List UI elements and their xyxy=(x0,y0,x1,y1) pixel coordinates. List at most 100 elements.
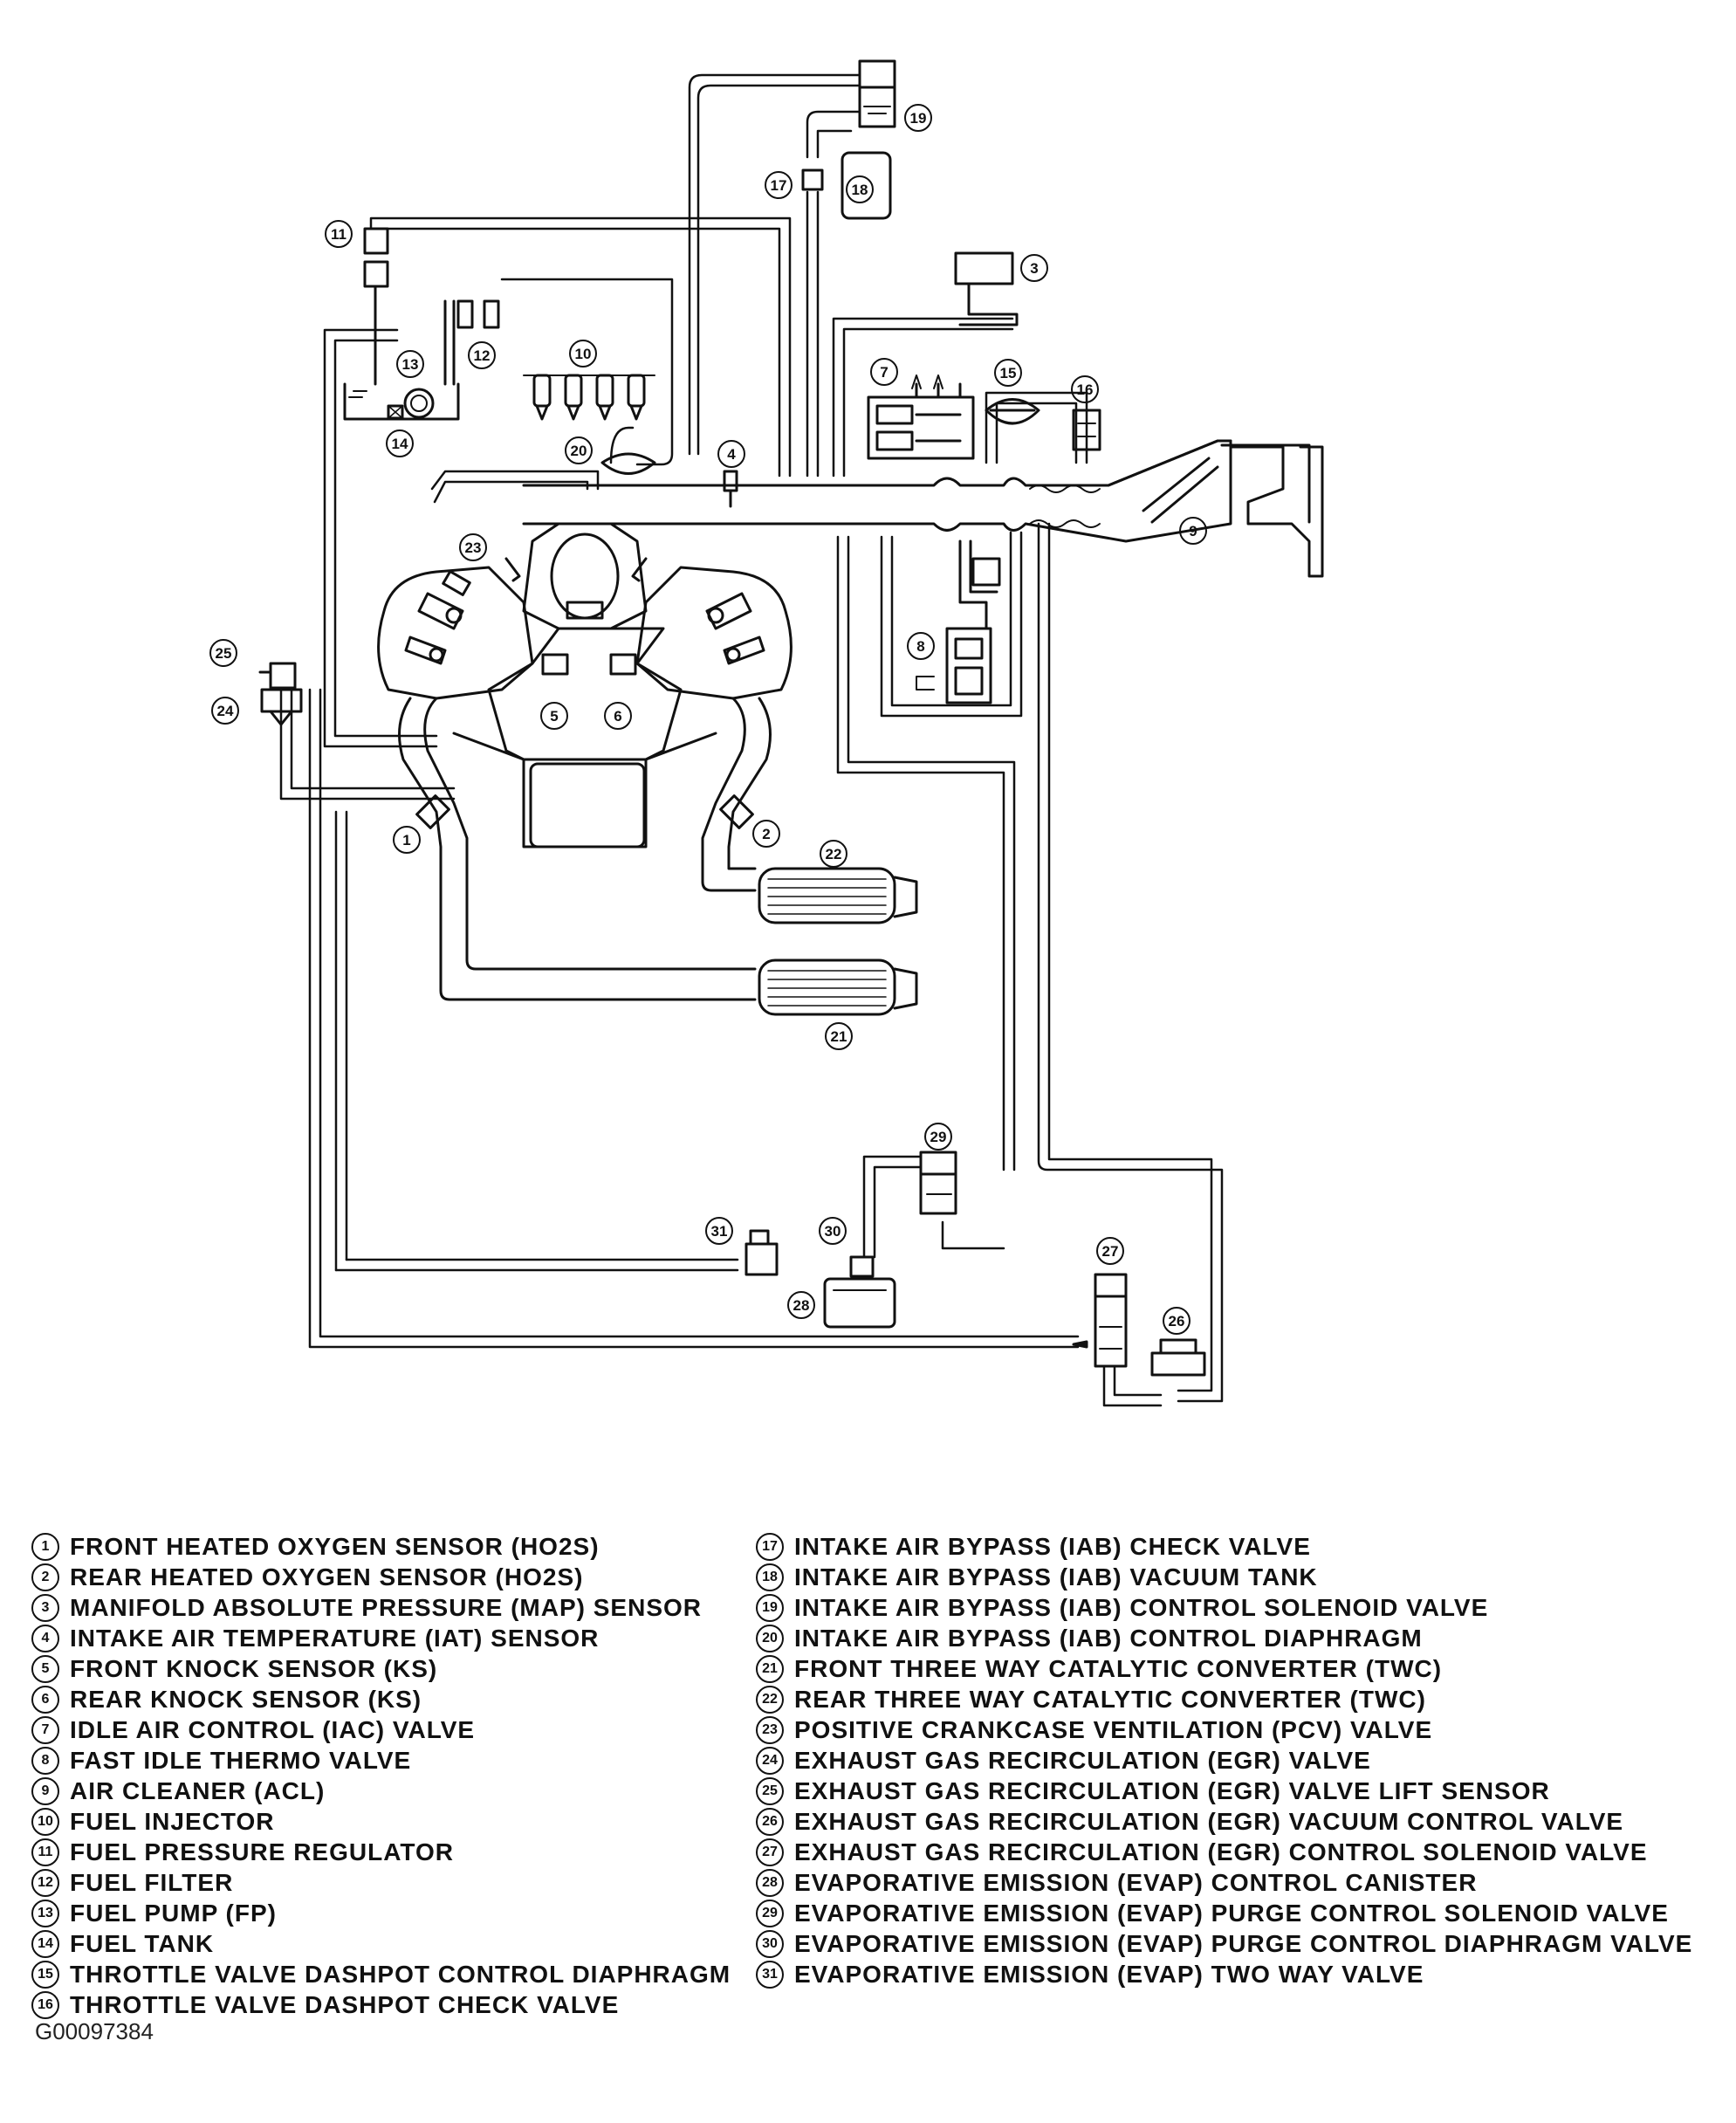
svg-text:5: 5 xyxy=(550,708,558,725)
legend-number: 20 xyxy=(756,1624,784,1652)
legend-item: 10 FUEL INJECTOR xyxy=(31,1804,731,1836)
legend-text: THROTTLE VALVE DASHPOT CONTROL DIAPHRAGM xyxy=(70,1961,731,1989)
callout-6: 6 xyxy=(604,702,632,730)
svg-text:29: 29 xyxy=(930,1129,947,1145)
svg-text:24: 24 xyxy=(217,703,234,719)
legend-number: 21 xyxy=(756,1654,784,1683)
callout-3: 3 xyxy=(1020,254,1048,282)
callout-31: 31 xyxy=(705,1217,733,1245)
legend-item: 28 EVAPORATIVE EMISSION (EVAP) CONTROL CA… xyxy=(756,1865,1692,1897)
svg-text:25: 25 xyxy=(216,645,232,662)
vacuum-hoses xyxy=(279,73,1224,1407)
legend-number: 15 xyxy=(31,1960,59,1989)
legend-number: 14 xyxy=(31,1929,59,1958)
legend-text: EXHAUST GAS RECIRCULATION (EGR) VALVE xyxy=(794,1747,1371,1775)
legend-text: FUEL PUMP (FP) xyxy=(70,1900,277,1927)
callout-24: 24 xyxy=(211,697,239,725)
svg-text:26: 26 xyxy=(1169,1313,1185,1329)
callout-29: 29 xyxy=(924,1123,952,1151)
legend-number: 25 xyxy=(756,1776,784,1805)
legend-number: 10 xyxy=(31,1807,59,1836)
legend-text: FUEL INJECTOR xyxy=(70,1808,275,1836)
legend-text: FUEL FILTER xyxy=(70,1869,234,1897)
legend-number: 16 xyxy=(31,1990,59,2019)
callout-28: 28 xyxy=(787,1291,815,1319)
svg-text:7: 7 xyxy=(880,364,888,381)
legend-text: FUEL TANK xyxy=(70,1930,215,1958)
svg-text:31: 31 xyxy=(711,1223,728,1240)
svg-text:3: 3 xyxy=(1030,260,1038,277)
svg-text:27: 27 xyxy=(1102,1243,1119,1260)
legend-number: 28 xyxy=(756,1868,784,1897)
callout-4: 4 xyxy=(717,440,745,468)
callout-19: 19 xyxy=(904,104,932,132)
svg-text:11: 11 xyxy=(331,226,347,243)
svg-text:8: 8 xyxy=(916,638,924,655)
legend-item: 1 FRONT HEATED OXYGEN SENSOR (HO2S) xyxy=(31,1529,731,1561)
callout-27: 27 xyxy=(1096,1237,1124,1265)
legend-text: EXHAUST GAS RECIRCULATION (EGR) VALVE LI… xyxy=(794,1777,1550,1805)
svg-text:10: 10 xyxy=(575,346,592,362)
svg-text:4: 4 xyxy=(727,446,736,463)
callout-21: 21 xyxy=(825,1022,853,1050)
legend-text: THROTTLE VALVE DASHPOT CHECK VALVE xyxy=(70,1991,620,2019)
legend-number: 26 xyxy=(756,1807,784,1836)
legend-number: 18 xyxy=(756,1563,784,1591)
legend-text: INTAKE AIR BYPASS (IAB) CONTROL SOLENOID… xyxy=(794,1594,1489,1622)
callout-12: 12 xyxy=(468,341,496,369)
legend-number: 6 xyxy=(31,1685,59,1714)
callout-1: 1 xyxy=(393,826,421,854)
legend-number: 1 xyxy=(31,1532,59,1561)
legend-text: REAR HEATED OXYGEN SENSOR (HO2S) xyxy=(70,1563,584,1591)
legend-number: 3 xyxy=(31,1593,59,1622)
callout-26: 26 xyxy=(1163,1307,1190,1335)
legend-number: 19 xyxy=(756,1593,784,1622)
callout-2: 2 xyxy=(752,820,780,848)
legend-text: EVAPORATIVE EMISSION (EVAP) TWO WAY VALV… xyxy=(794,1961,1424,1989)
legend-text: EVAPORATIVE EMISSION (EVAP) CONTROL CANI… xyxy=(794,1869,1478,1897)
legend-text: FRONT HEATED OXYGEN SENSOR (HO2S) xyxy=(70,1533,600,1561)
figure-code: G00097384 xyxy=(35,2018,154,2044)
legend-text: FUEL PRESSURE REGULATOR xyxy=(70,1838,454,1866)
legend-text: REAR KNOCK SENSOR (KS) xyxy=(70,1686,422,1714)
legend-item: 12 FUEL FILTER xyxy=(31,1865,731,1897)
callout-14: 14 xyxy=(386,429,414,457)
lower-components xyxy=(744,1151,1206,1377)
legend-number: 29 xyxy=(756,1899,784,1927)
callout-11: 11 xyxy=(325,220,353,248)
legend-number: 5 xyxy=(31,1654,59,1683)
svg-text:14: 14 xyxy=(392,436,408,452)
callout-16: 16 xyxy=(1071,375,1099,403)
legend-text: EVAPORATIVE EMISSION (EVAP) PURGE CONTRO… xyxy=(794,1900,1669,1927)
svg-text:6: 6 xyxy=(614,708,621,725)
iab-components xyxy=(801,59,1019,326)
svg-text:20: 20 xyxy=(571,443,587,459)
legend-number: 27 xyxy=(756,1838,784,1866)
legend-number: 22 xyxy=(756,1685,784,1714)
svg-text:9: 9 xyxy=(1189,523,1197,539)
legend-text: IDLE AIR CONTROL (IAC) VALVE xyxy=(70,1716,476,1744)
callout-5: 5 xyxy=(540,702,568,730)
callout-22: 22 xyxy=(820,840,847,868)
svg-text:12: 12 xyxy=(474,347,491,364)
svg-text:15: 15 xyxy=(1000,365,1017,381)
legend-number: 4 xyxy=(31,1624,59,1652)
svg-text:21: 21 xyxy=(831,1028,847,1045)
legend-number: 31 xyxy=(756,1960,784,1989)
svg-text:18: 18 xyxy=(852,182,868,198)
svg-text:16: 16 xyxy=(1077,381,1094,398)
legend-number: 12 xyxy=(31,1868,59,1897)
legend-text: INTAKE AIR TEMPERATURE (IAT) SENSOR xyxy=(70,1625,600,1652)
legend-text: INTAKE AIR BYPASS (IAB) CONTROL DIAPHRAG… xyxy=(794,1625,1423,1652)
legend-text: INTAKE AIR BYPASS (IAB) CHECK VALVE xyxy=(794,1533,1311,1561)
legend-number: 8 xyxy=(31,1746,59,1775)
legend-number: 24 xyxy=(756,1746,784,1775)
